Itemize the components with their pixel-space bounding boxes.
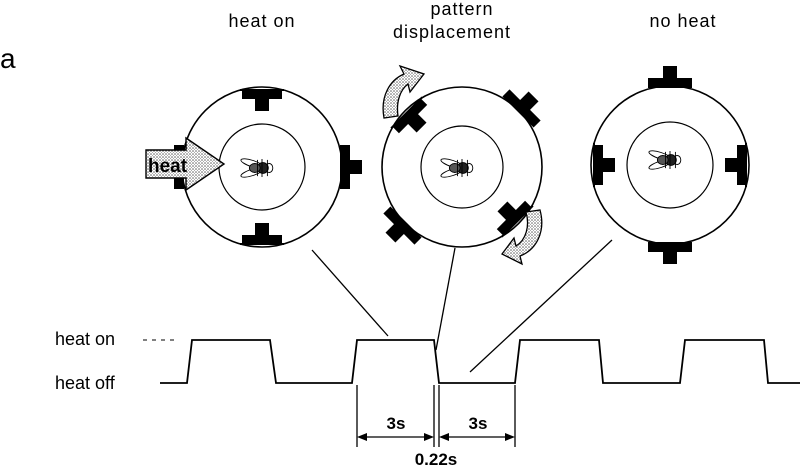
fly-icon	[647, 148, 682, 172]
arena-heat-on: heat	[145, 86, 362, 248]
rotation-arrow-icon	[501, 209, 543, 266]
pattern-element	[340, 145, 362, 189]
arena-no-heat	[590, 66, 750, 264]
rotation-arrow-icon	[382, 64, 426, 119]
arena-pattern-displacement	[374, 64, 550, 266]
no-heat-heading: no heat	[649, 11, 716, 31]
trace-label-heat-off: heat off	[55, 373, 116, 393]
pattern-element	[648, 66, 692, 88]
heat-trace	[160, 339, 800, 384]
fly-icon	[239, 156, 274, 180]
connector-line	[311, 249, 389, 337]
pattern-heading-line1: pattern	[430, 0, 493, 19]
fly-icon	[439, 156, 474, 180]
pattern-element	[502, 80, 550, 128]
heat-period-label: 3s	[387, 414, 406, 433]
pattern-element	[593, 143, 615, 187]
heat-on-heading: heat on	[228, 11, 295, 31]
pattern-jump-label: 0.22s	[415, 450, 458, 467]
heat-arrow-label: heat	[148, 156, 188, 177]
no-heat-period-label: 3s	[469, 414, 488, 433]
pattern-element	[240, 223, 284, 245]
pattern-heading-line2: displacement	[393, 22, 511, 42]
heat-arrow-icon	[145, 136, 226, 192]
no-heat-period-dimension: 3s	[439, 414, 515, 441]
pattern-element	[240, 89, 284, 111]
pattern-element	[648, 242, 692, 264]
pattern-element	[374, 206, 422, 254]
connector-line	[469, 239, 613, 373]
heat-period-dimension: 3s	[357, 414, 434, 441]
pattern-element	[725, 143, 747, 187]
panel-label: a	[0, 43, 16, 74]
connector-line	[435, 247, 456, 351]
trace-label-heat-on: heat on	[55, 329, 115, 349]
